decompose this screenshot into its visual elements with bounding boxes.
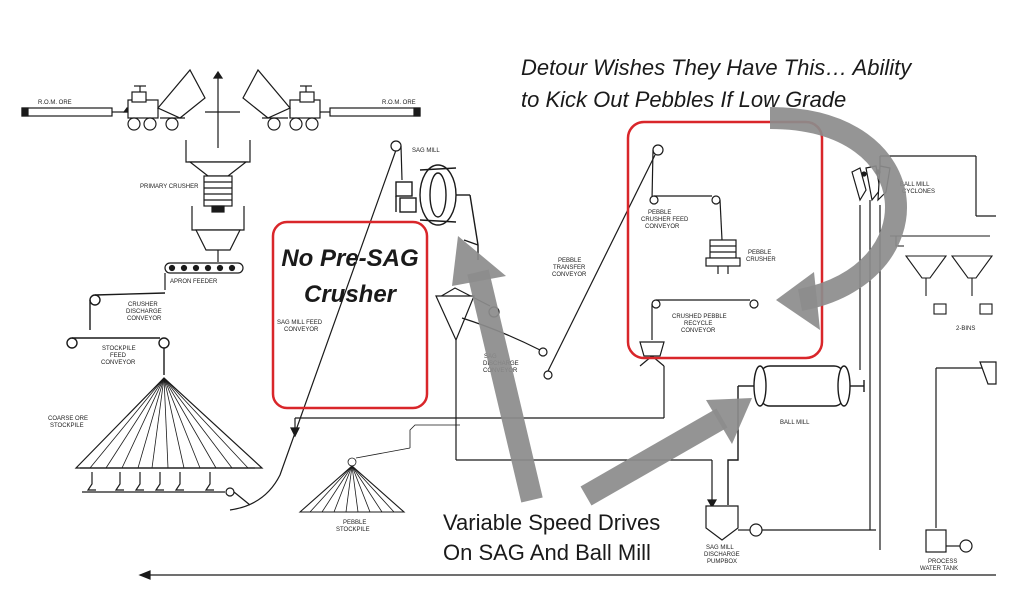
crusher-discharge-conveyor xyxy=(89,292,166,330)
crusher-discharge-label-3: CONVEYOR xyxy=(127,316,162,322)
pebble-stockpile xyxy=(298,424,460,513)
process-water-label-2: WATER TANK xyxy=(920,566,958,572)
pebble-return-line xyxy=(290,417,664,438)
pebble-crusher xyxy=(705,239,741,274)
sag-mill-label: SAG MILL xyxy=(412,148,440,154)
no-presag-annotation-line-2: Crusher xyxy=(304,281,398,308)
ball-mill-cyclones xyxy=(851,155,996,550)
pebble-stockpile-label-2: STOCKPILE xyxy=(336,527,370,533)
pebble-crusher-feed-label-3: CONVEYOR xyxy=(645,224,680,230)
pebble-circuit-highlight-box xyxy=(626,120,824,360)
rom-ore-right-label: R.O.M. ORE xyxy=(382,100,416,106)
sag-pumpbox-label-2: DISCHARGE xyxy=(704,552,740,558)
pebble-transfer-conveyor xyxy=(543,144,664,380)
pebble-stockpile-label-1: PEBBLE xyxy=(343,520,366,526)
crusher-discharge-label-1: CRUSHER xyxy=(128,302,158,308)
process-water-label-1: PROCESS xyxy=(928,559,957,565)
pebble-crusher-feed-label-1: PEBBLE xyxy=(648,210,671,216)
pebble-crusher-feed-conveyor xyxy=(649,195,723,241)
sag-feed-label-2: CONVEYOR xyxy=(284,327,319,333)
no-presag-annotation-line-1: No Pre-SAG xyxy=(281,245,418,272)
pebble-transfer-label-3: CONVEYOR xyxy=(552,272,587,278)
no-presag-highlight-box xyxy=(271,220,429,410)
pebble-crusher-label-2: CRUSHER xyxy=(746,257,776,263)
primary-crusher-label: PRIMARY CRUSHER xyxy=(140,184,199,190)
apron-feeder xyxy=(164,262,244,290)
ball-mill-cyclones-label-1: BALL MILL xyxy=(900,182,930,188)
sag-pumpbox-label-1: SAG MILL xyxy=(706,545,734,551)
sag-mill-feed-conveyor xyxy=(229,140,403,511)
pebble-crusher-label-1: PEBBLE xyxy=(748,250,771,256)
pebble-transfer-label-1: PEBBLE xyxy=(558,258,581,264)
detour-annotation-line-1: Detour Wishes They Have This… Ability xyxy=(521,55,913,80)
coarse-ore-stockpile xyxy=(74,377,264,469)
coarse-ore-label-1: COARSE ORE xyxy=(48,416,88,422)
crushed-pebble-label-3: CONVEYOR xyxy=(681,328,716,334)
ball-mill-vsd-arrow xyxy=(580,398,752,506)
two-bins xyxy=(890,235,994,315)
reclaim-feeders xyxy=(80,467,255,506)
apron-feeder-label: APRON FEEDER xyxy=(170,279,218,285)
curved-callout-arrow xyxy=(769,107,907,330)
ball-mill-label: BALL MILL xyxy=(780,420,810,426)
stockpile-feed-label-3: CONVEYOR xyxy=(101,360,136,366)
crushed-pebble-recycle-conveyor xyxy=(639,299,759,418)
pebble-transfer-label-2: TRANSFER xyxy=(553,265,586,271)
crusher-discharge-label-2: DISCHARGE xyxy=(126,309,162,315)
crushed-pebble-label-1: CRUSHED PEBBLE xyxy=(672,314,727,320)
two-bins-label: 2-BINS xyxy=(956,326,975,332)
sag-vsd-arrow xyxy=(452,236,543,503)
ball-mill xyxy=(727,365,865,505)
vsd-annotation-line-2: On SAG And Ball Mill xyxy=(443,540,651,565)
rom-ore-right-truck xyxy=(242,68,421,131)
vsd-annotation-line-1: Variable Speed Drives xyxy=(443,510,660,535)
sag-discharge-pumpbox xyxy=(705,505,876,541)
rom-ore-left-truck xyxy=(21,68,206,131)
rom-ore-left-label: R.O.M. ORE xyxy=(38,100,72,106)
ball-mill-cyclones-label-2: CYCLONES xyxy=(902,189,935,195)
stockpile-feed-label-1: STOCKPILE xyxy=(102,346,136,352)
pebble-crusher-feed-label-2: CRUSHER FEED xyxy=(641,217,689,223)
stockpile-feed-conveyor xyxy=(66,337,170,375)
sag-feed-label-1: SAG MILL FEED xyxy=(277,320,323,326)
coarse-ore-label-2: STOCKPILE xyxy=(50,423,84,429)
stockpile-feed-label-2: FEED xyxy=(110,353,127,359)
crushed-pebble-label-2: RECYCLE xyxy=(684,321,712,327)
process-water-tank xyxy=(925,361,997,553)
detour-annotation-line-2: to Kick Out Pebbles If Low Grade xyxy=(521,87,846,112)
primary-crusher xyxy=(185,70,251,262)
sag-mill xyxy=(395,164,479,260)
bottom-return-line xyxy=(138,570,996,580)
sag-pumpbox-label-3: PUMPBOX xyxy=(707,559,737,565)
